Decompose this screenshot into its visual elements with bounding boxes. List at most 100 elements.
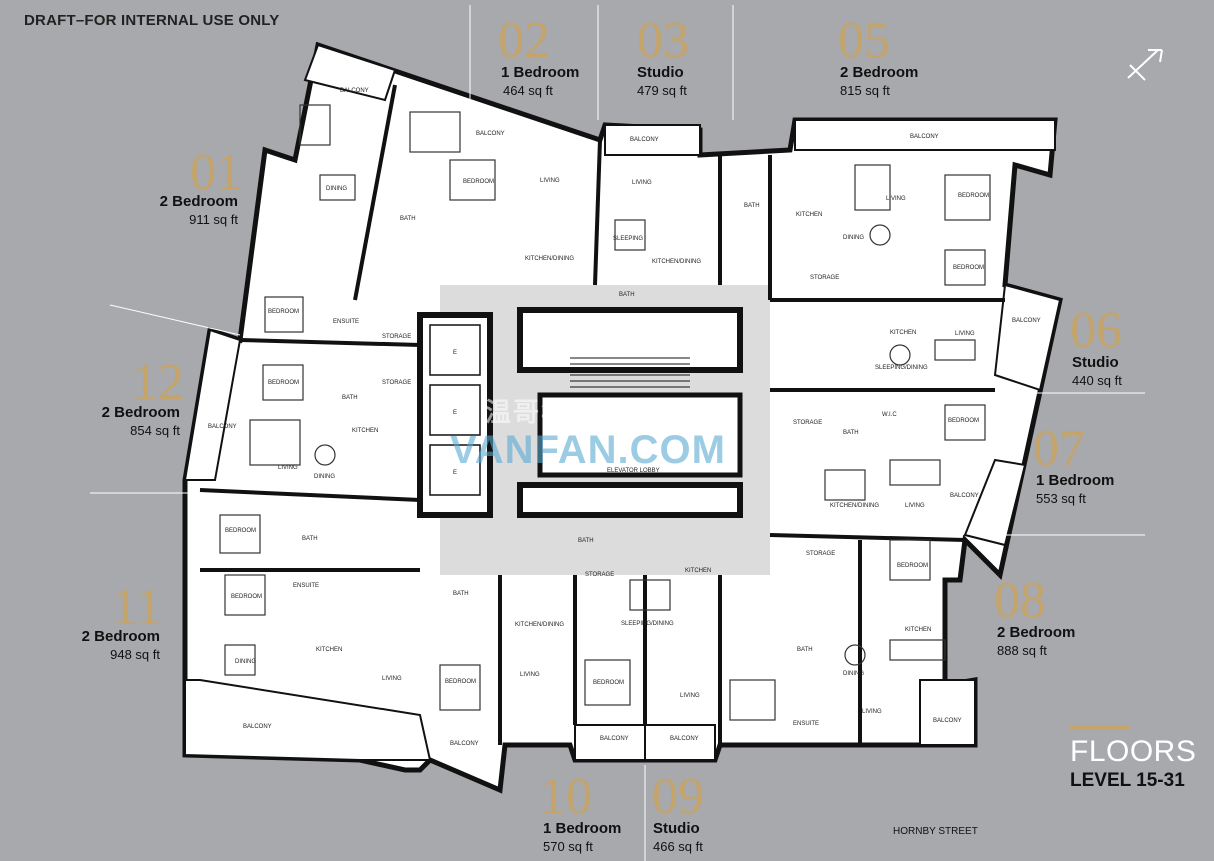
balcony-11 bbox=[184, 679, 432, 761]
street-label: HORNBY STREET bbox=[893, 826, 978, 837]
label-kitchen-06: KITCHEN bbox=[890, 330, 916, 336]
unit-number: 09 bbox=[652, 768, 704, 825]
label-kitchen-09: KITCHEN bbox=[685, 568, 711, 574]
label-dining-11: DINING bbox=[235, 659, 256, 665]
label-storage-07: STORAGE bbox=[793, 420, 822, 426]
north-arrow-icon bbox=[1127, 49, 1163, 81]
label-living-07: LIVING bbox=[905, 503, 925, 509]
label-dining-12: DINING bbox=[314, 474, 335, 480]
label-living-11: LIVING bbox=[382, 676, 402, 682]
unit-01-label: 01 bbox=[190, 147, 242, 199]
elevator-3 bbox=[429, 444, 481, 496]
unit-area: 464 sq ft bbox=[503, 83, 553, 98]
stair-core-2 bbox=[517, 482, 743, 518]
unit-type: 2 Bedroom bbox=[840, 64, 919, 81]
unit-type: 1 Bedroom bbox=[1036, 472, 1115, 489]
unit-09-label: 09 Studio 466 sq ft bbox=[652, 768, 704, 855]
unit-number: 08 bbox=[994, 572, 1046, 629]
unit-area: 553 sq ft bbox=[1036, 491, 1086, 506]
label-ensuite-12: ENSUITE bbox=[333, 319, 359, 325]
unit-area: 570 sq ft bbox=[543, 839, 593, 854]
unit-guide-lines bbox=[90, 5, 1145, 861]
label-bedroom-12a: BEDROOM bbox=[268, 309, 299, 315]
unit-03-label: 03 Studio 479 sq ft bbox=[637, 15, 689, 99]
unit-type: 2 Bedroom bbox=[159, 193, 238, 210]
label-kitchen-dining-10: KITCHEN/DINING bbox=[515, 622, 564, 628]
label-bedroom-11b: BEDROOM bbox=[231, 594, 262, 600]
label-bath-07: BATH bbox=[843, 430, 859, 436]
label-living-05: LIVING bbox=[886, 196, 906, 202]
legend-floors: FLOORS bbox=[1070, 735, 1197, 768]
unit-12-label: 12 bbox=[132, 357, 184, 409]
label-storage-05: STORAGE bbox=[810, 275, 839, 281]
label-living-10: LIVING bbox=[520, 672, 540, 678]
balcony-12 bbox=[183, 328, 242, 481]
legend-accent-bar bbox=[1070, 725, 1130, 729]
label-kitchen-dining-07: KITCHEN/DINING bbox=[830, 503, 879, 509]
unit-number: 02 bbox=[498, 12, 550, 69]
unit-type: 2 Bedroom bbox=[81, 628, 160, 645]
label-wic-07: W.I.C bbox=[882, 412, 897, 418]
label-sleeping-dining-09: SLEEPING/DINING bbox=[621, 621, 674, 627]
label-balcony-02: BALCONY bbox=[476, 131, 505, 137]
label-living-09: LIVING bbox=[680, 693, 700, 699]
label-elevator-2: E bbox=[453, 410, 457, 416]
unit-area: 479 sq ft bbox=[637, 83, 687, 98]
label-balcony-01: BALCONY bbox=[340, 88, 369, 94]
unit-type: Studio bbox=[1072, 354, 1119, 371]
balcony-03 bbox=[604, 124, 701, 156]
unit-02-label: 02 1 Bedroom 464 sq ft bbox=[498, 12, 580, 99]
balcony-09 bbox=[644, 724, 716, 761]
label-bath-01: BATH bbox=[400, 216, 416, 222]
label-bedroom-12b: BEDROOM bbox=[268, 380, 299, 386]
label-dining-08: DINING bbox=[843, 671, 864, 677]
unit-type: 1 Bedroom bbox=[501, 64, 580, 81]
label-living-02: LIVING bbox=[540, 178, 560, 184]
unit-08-label: 08 2 Bedroom 888 sq ft bbox=[994, 572, 1075, 659]
label-balcony-05: BALCONY bbox=[910, 134, 939, 140]
label-bedroom-09: BEDROOM bbox=[593, 680, 624, 686]
balcony-06 bbox=[993, 283, 1062, 392]
label-balcony-07: BALCONY bbox=[950, 493, 979, 499]
unit-number: 05 bbox=[838, 12, 890, 69]
label-dining-05: DINING bbox=[843, 235, 864, 241]
label-bath-08: BATH bbox=[797, 647, 813, 653]
unit-area: 815 sq ft bbox=[840, 83, 890, 98]
elevator-bank bbox=[417, 312, 493, 518]
unit-area: 948 sq ft bbox=[110, 647, 160, 662]
balcony-01 bbox=[303, 43, 397, 102]
label-living-06: LIVING bbox=[955, 331, 975, 337]
label-kitchen-05: KITCHEN bbox=[796, 212, 822, 218]
label-balcony-03: BALCONY bbox=[630, 137, 659, 143]
unit-11-label: 11 bbox=[112, 579, 163, 636]
elevator-lobby-box bbox=[537, 392, 743, 478]
label-bath-03: BATH bbox=[619, 292, 635, 298]
label-bedroom-01a: BEDROOM bbox=[463, 179, 494, 185]
label-bath-10: BATH bbox=[453, 591, 469, 597]
elevator-1 bbox=[429, 324, 481, 376]
watermark-cn: 温哥华房产网 bbox=[485, 397, 654, 427]
label-elevator-1: E bbox=[453, 350, 457, 356]
unit-area: 888 sq ft bbox=[997, 643, 1047, 658]
unit-number: 11 bbox=[112, 579, 163, 636]
unit-type: Studio bbox=[653, 820, 700, 837]
label-kitchen-12: KITCHEN bbox=[352, 428, 378, 434]
unit-number: 07 bbox=[1033, 420, 1085, 477]
unit-11-info: 2 Bedroom 948 sq ft bbox=[60, 628, 160, 663]
stair-core bbox=[517, 307, 743, 373]
label-bedroom-05a: BEDROOM bbox=[958, 193, 989, 199]
label-balcony-11a: BALCONY bbox=[450, 741, 479, 747]
unit-area: 854 sq ft bbox=[130, 423, 180, 438]
label-storage-12b: STORAGE bbox=[382, 380, 411, 386]
label-bath-11: BATH bbox=[302, 536, 318, 542]
furniture bbox=[219, 104, 991, 721]
label-balcony-09: BALCONY bbox=[670, 736, 699, 742]
label-balcony-12: BALCONY bbox=[208, 424, 237, 430]
unit-type: 2 Bedroom bbox=[101, 404, 180, 421]
label-balcony-11b: BALCONY bbox=[243, 724, 272, 730]
label-kitchen-11: KITCHEN bbox=[316, 647, 342, 653]
balcony-10 bbox=[574, 724, 646, 761]
interior-walls bbox=[199, 84, 1005, 745]
